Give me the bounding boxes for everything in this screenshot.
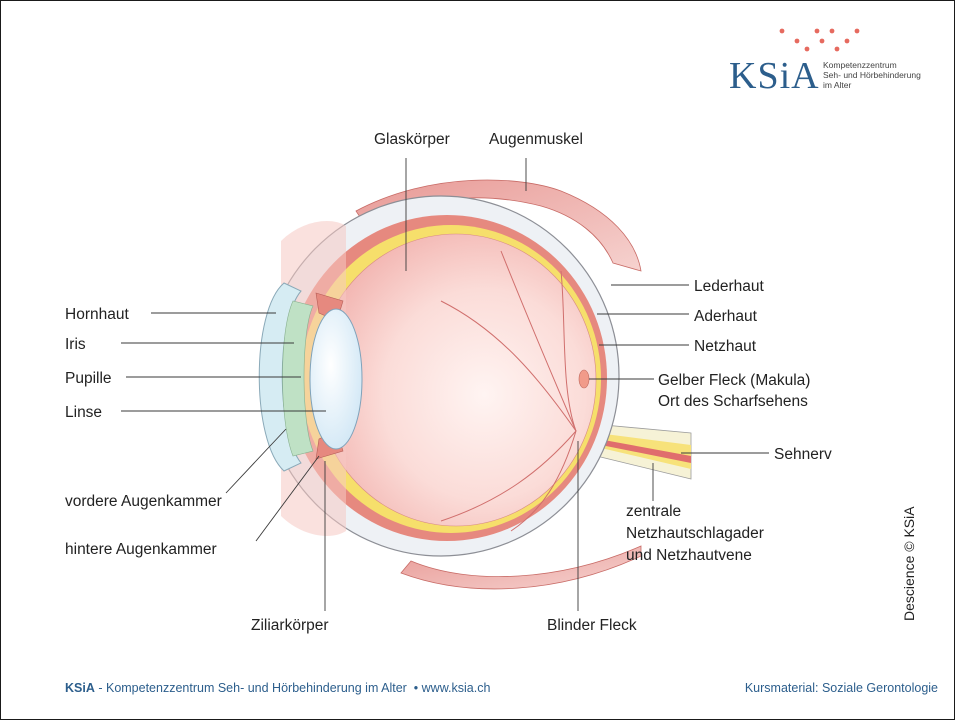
image-credit: Descience © KSiA <box>901 506 917 621</box>
logo-subtitle-1: Kompetenzzentrum <box>823 60 897 70</box>
label-glaskoerper: Glaskörper <box>374 131 450 148</box>
label-augenmuskel: Augenmuskel <box>489 131 583 148</box>
label-ziliarkoerper: Ziliarkörper <box>251 617 329 634</box>
lens-shape <box>310 309 362 449</box>
footer-org-short: KSiA <box>65 681 95 695</box>
logo-subtitle-3: im Alter <box>823 80 852 90</box>
logo-subtitle-2: Seh- und Hörbehinderung <box>823 70 921 80</box>
label-hintere-augenkammer: hintere Augenkammer <box>65 541 217 558</box>
label-zentrale: zentrale <box>626 503 681 520</box>
label-netzhautschlagader: Netzhautschlagader <box>626 525 764 542</box>
label-ort-scharfsehen: Ort des Scharfsehens <box>658 393 808 410</box>
footer-course: Kursmaterial: Soziale Gerontologie <box>745 681 938 695</box>
label-vordere-augenkammer: vordere Augenkammer <box>65 493 222 510</box>
footer-org-rest: - Kompetenzzentrum Seh- und Hörbehinderu… <box>95 681 491 695</box>
label-aderhaut: Aderhaut <box>694 308 758 325</box>
label-iris: Iris <box>65 336 86 353</box>
label-hornhaut: Hornhaut <box>65 306 129 323</box>
label-linse: Linse <box>65 404 102 421</box>
label-blinder-fleck: Blinder Fleck <box>547 617 637 634</box>
logo-wordmark: KSiA <box>729 55 820 97</box>
logo-dots <box>780 29 860 52</box>
macula <box>579 370 589 388</box>
label-sehnerv: Sehnerv <box>774 446 832 463</box>
label-gelber-fleck: Gelber Fleck (Makula) <box>658 372 810 389</box>
label-pupille: Pupille <box>65 370 112 387</box>
label-netzhaut: Netzhaut <box>694 338 757 355</box>
footer-org: KSiA - Kompetenzzentrum Seh- und Hörbehi… <box>65 681 490 695</box>
label-lederhaut: Lederhaut <box>694 278 765 295</box>
label-netzhautvene: und Netzhautvene <box>626 547 752 564</box>
logo: KSiA Kompetenzzentrum Seh- und Hörbehind… <box>729 29 921 97</box>
